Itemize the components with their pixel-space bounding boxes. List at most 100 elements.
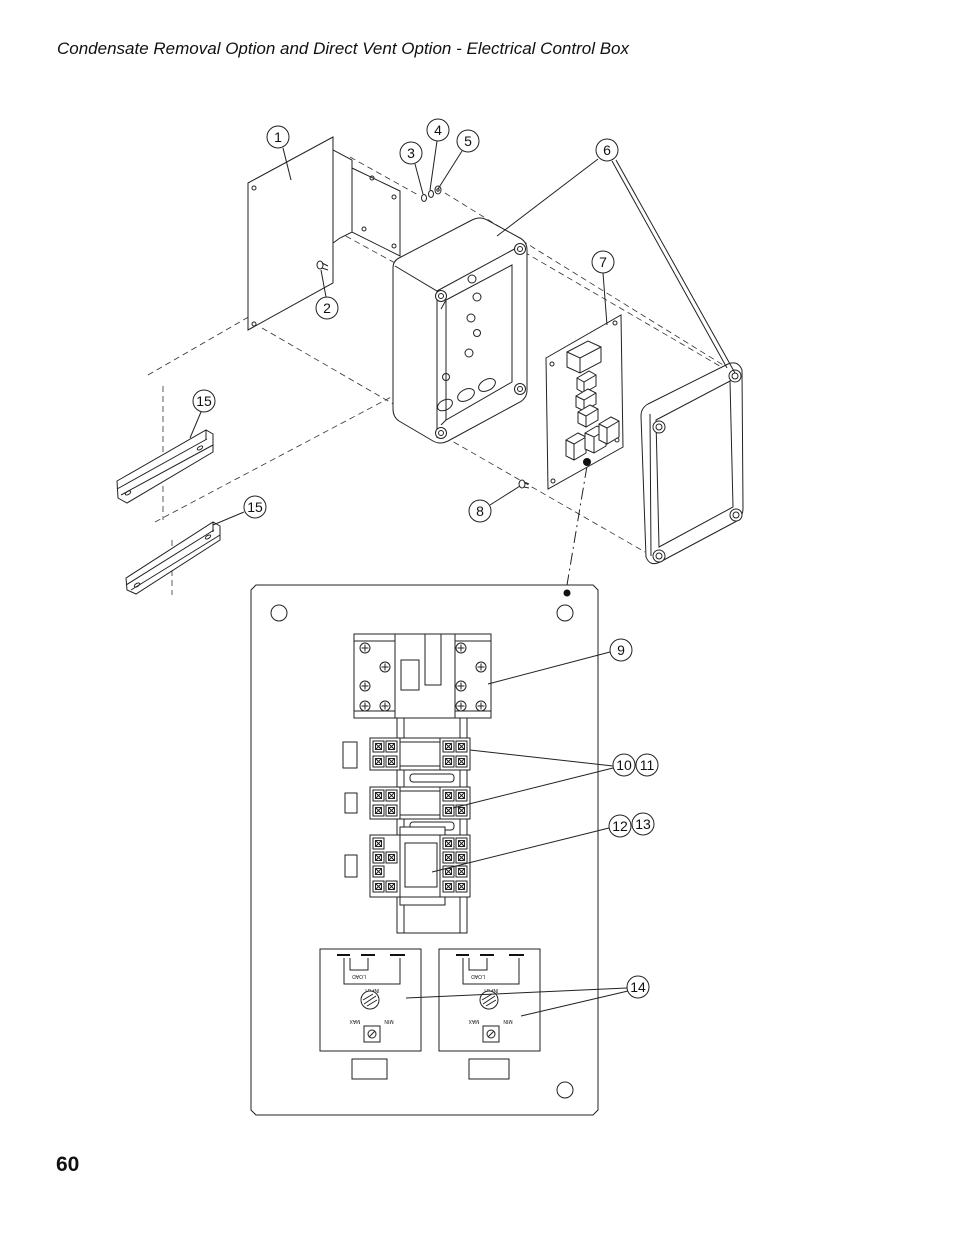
leader-line [414, 163, 424, 195]
reference-dot [563, 589, 571, 597]
terminal-screw [379, 700, 391, 712]
din-rail-upper [116, 429, 214, 504]
assembly-line [257, 187, 396, 264]
terminal [372, 804, 385, 817]
callout-label: 15 [196, 393, 212, 409]
assembly-line [154, 394, 396, 523]
terminal [372, 789, 385, 802]
max-label: MAX [349, 1018, 361, 1024]
terminal [385, 880, 398, 893]
module-label-tag [468, 1058, 510, 1080]
input-label: INPUT [484, 987, 499, 993]
min-label: MIN [503, 1018, 513, 1024]
relay-label-tag [344, 854, 358, 878]
washer-nut-stack [421, 185, 442, 202]
callout-7: 7 [591, 250, 615, 274]
callout-2: 2 [315, 296, 339, 320]
enclosure-base [392, 217, 528, 444]
terminal [442, 755, 455, 768]
terminal [455, 740, 468, 753]
din-rail-lower [125, 521, 221, 595]
mounting-hole [556, 604, 574, 622]
callout-label: 2 [323, 300, 331, 316]
adjust-screw-icon [367, 1029, 377, 1039]
terminal [385, 740, 398, 753]
module-label-tag [351, 1058, 388, 1080]
callout-label: 13 [635, 816, 651, 832]
leader-line [431, 827, 610, 873]
terminal-screw [475, 700, 487, 712]
callout-label: 7 [599, 254, 607, 270]
terminal [455, 880, 468, 893]
contactor-window [400, 659, 420, 691]
leader-line [320, 269, 327, 298]
leader-lines [189, 140, 736, 1017]
speed-control-module-2: LOAD INPUT MAX MIN [438, 948, 541, 1052]
mounting-bracket [247, 136, 401, 331]
callout-8: 8 [468, 499, 492, 523]
leader-line [496, 158, 599, 237]
callout-label: 1 [274, 129, 282, 145]
leader-line [615, 159, 736, 374]
contactor-actuator [424, 633, 442, 686]
callout-15-upper: 15 [192, 389, 216, 413]
callout-label: 11 [640, 757, 655, 773]
callout-label: 3 [407, 145, 415, 161]
terminal-screw [359, 642, 371, 654]
callout-5: 5 [456, 129, 480, 153]
callout-label: 4 [434, 122, 442, 138]
max-label: MAX [468, 1018, 480, 1024]
relay-socket [369, 737, 471, 771]
terminal [455, 851, 468, 864]
relay-socket [369, 786, 471, 820]
terminal [372, 851, 385, 864]
leader-line [452, 767, 614, 809]
terminal [455, 837, 468, 850]
leader-line [520, 990, 629, 1017]
reference-dot [583, 458, 591, 466]
terminal [442, 880, 455, 893]
callout-14: 14 [626, 975, 650, 999]
terminal [442, 740, 455, 753]
board-relay [566, 340, 602, 374]
leader-line [405, 987, 628, 999]
leader-line [489, 485, 521, 506]
assembly-line [349, 156, 421, 197]
page-title: Condensate Removal Option and Direct Ven… [57, 39, 629, 58]
callout-1: 1 [266, 125, 290, 149]
terminal [455, 755, 468, 768]
terminal [442, 837, 455, 850]
callout-13: 13 [631, 812, 655, 836]
enclosure-cover [640, 362, 744, 565]
adjust-screw-icon [486, 1029, 496, 1039]
terminal [372, 740, 385, 753]
terminal-screw [455, 642, 467, 654]
leader-line [437, 150, 463, 190]
terminal [385, 804, 398, 817]
speed-control-module-1: LOAD INPUT MAX MIN [319, 948, 422, 1052]
leader-line [212, 511, 245, 526]
terminal [442, 851, 455, 864]
mounting-hole [270, 604, 288, 622]
assembly-line [261, 327, 396, 406]
terminal-screw [475, 661, 487, 673]
terminal [455, 865, 468, 878]
contactor [353, 633, 492, 719]
leader-line [282, 147, 292, 181]
callout-10: 10 [612, 753, 636, 777]
callout-11: 11 [635, 753, 659, 777]
terminal-screw [359, 700, 371, 712]
terminal-screw [379, 661, 391, 673]
terminal-screw [359, 680, 371, 692]
circuit-board [545, 314, 624, 490]
callout-4: 4 [426, 118, 450, 142]
callout-label: 15 [247, 499, 263, 515]
callout-label: 14 [630, 979, 646, 995]
assembly-line [444, 192, 729, 369]
page-number: 60 [56, 1153, 80, 1176]
terminal [372, 865, 385, 878]
relay-label-tag [344, 792, 358, 814]
terminal [372, 880, 385, 893]
terminal [385, 755, 398, 768]
